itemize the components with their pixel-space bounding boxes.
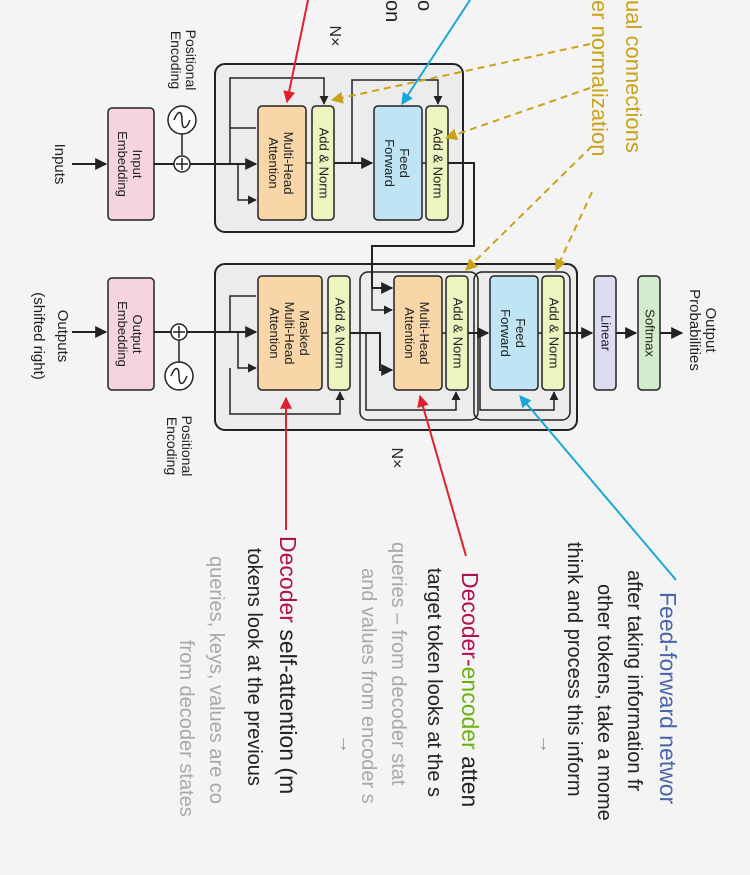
encoder-ff-label-2: Forward (382, 139, 397, 187)
dec-enc-annotation-title: Decoder-encoder atten (457, 572, 483, 807)
decoder-positional-encoding-label: Positional (179, 416, 195, 477)
encoder-add-norm-2-label: Add & Norm (431, 128, 446, 199)
ffn-annotation-line3: think and process this inform (563, 542, 585, 797)
dec-enc-annotation-line3: and values from encoder s (357, 568, 379, 804)
decoder-ff-label: Feed (513, 318, 528, 348)
ffn-annotation-line1: after taking information fr (623, 570, 645, 792)
positional-encoding-label-2: Encoding (168, 31, 184, 89)
dec-self-annotation-line1: tokens look at the previous (243, 548, 265, 786)
gold-pointer-enc-addnorm-1 (330, 43, 591, 104)
dec-self-title-rest: self-attention (m (275, 623, 301, 794)
encoder-mha-label-2: Attention (266, 137, 281, 188)
encoder-ff-label: Feed (397, 148, 412, 178)
decoder-add-norm-1-label: Add & Norm (333, 298, 348, 369)
red-pointer-encoder-mha (283, 0, 309, 104)
input-embedding-label-2: Embedding (115, 131, 130, 197)
dec-enc-title-dash: - (457, 659, 483, 667)
decoder-plus-cross (173, 326, 185, 338)
output-probabilities-label-2: Probabilities (686, 289, 703, 371)
output-embedding-label-2: Embedding (115, 301, 130, 367)
encoder-output-branch (371, 288, 393, 315)
decoder-ff-sublayer-outline (473, 271, 571, 421)
decoder-positional-encoding-label-2: Encoding (164, 417, 180, 475)
inputs-label: Inputs (51, 144, 68, 185)
decoder-add-norm-3-label: Add & Norm (547, 298, 562, 369)
dec-self-title-decoder: Decoder (275, 536, 301, 623)
decoder-addnorm1-to-mha (350, 332, 394, 376)
linear-label: Linear (599, 315, 614, 352)
output-embedding-label: Output (130, 314, 145, 353)
ffn-annotation-line2: other tokens, take a mome (593, 584, 615, 821)
outputs-label: Outputs (54, 310, 71, 363)
masked-mha-label: Masked (297, 310, 312, 356)
encoder-add-norm-1-label: Add & Norm (317, 128, 332, 199)
layer-normalization-label: er normalization (587, 0, 612, 157)
annotation-pointers (280, 0, 677, 581)
encoder-plus-cross (176, 158, 188, 170)
dec-enc-title-encoder: encoder (457, 667, 483, 750)
red-pointer-cross-mha (417, 394, 467, 557)
dec-enc-title-rest: atten (457, 750, 483, 808)
dec-self-annotation-line3: from decoder states (175, 640, 197, 817)
decoder-nx-label: N× (388, 448, 405, 469)
bottom-annotations: Feed-forward networ after taking informa… (175, 536, 681, 821)
outputs-shifted-label: (shifted right) (30, 292, 47, 380)
blue-pointer-decoder-ff (519, 395, 677, 581)
gold-pointer-enc-addnorm-2 (444, 87, 591, 141)
masked-mha-label-2: Multi-Head (282, 302, 297, 365)
decoder-mha-label-2: Attention (402, 307, 417, 358)
gold-pointer-dec-addnorm-2 (465, 145, 593, 271)
dec-enc-title-decoder: Decoder (457, 572, 483, 659)
input-embedding-label: Input (130, 150, 145, 179)
decoder-ff-label-2: Forward (498, 309, 513, 357)
cut-text-o: o (413, 0, 435, 11)
decoder-add-norm-2-label: Add & Norm (451, 298, 466, 369)
ffn-annotation-title: Feed-forward networ (655, 592, 681, 805)
ffn-annotation-arrow: → (535, 734, 557, 754)
blue-pointer-encoder-ff (401, 0, 471, 106)
top-annotations: ual connections er normalization o on (381, 0, 646, 157)
dec-enc-annotation-line1: target token looks at the s (423, 568, 445, 797)
encoder-output-connection (371, 162, 475, 294)
dec-self-annotation-line2: queries, keys, values are co (205, 556, 227, 804)
decoder-residual-3 (479, 333, 559, 411)
decoder-residual-2 (365, 333, 461, 411)
masked-mha-label-3: Attention (267, 307, 282, 358)
decoder-cross-sublayer-outline (359, 271, 479, 421)
output-embedding-box (107, 277, 155, 391)
positional-encoding-label: Positional (183, 30, 199, 91)
encoder-residual-2 (351, 79, 443, 163)
encoder-sine-wave (173, 111, 191, 129)
dec-enc-annotation-line2: queries – from decoder stat (387, 542, 409, 786)
encoder-residual-1 (229, 77, 329, 128)
softmax-label: Softmax (643, 309, 658, 357)
cut-text-on: on (381, 0, 403, 22)
residual-connections-label: ual connections (621, 0, 646, 153)
dec-enc-annotation-arrow: → (335, 734, 357, 754)
decoder-mha-label: Multi-Head (417, 302, 432, 365)
decoder-sine-wave (170, 367, 188, 385)
dec-self-annotation-title: Decoder self-attention (m (275, 536, 301, 794)
encoder-nx-label: N× (326, 26, 343, 47)
gold-pointer-dec-addnorm-3 (555, 191, 593, 272)
architecture-diagram: Input Embedding Inputs Positional Encodi… (30, 26, 719, 477)
encoder-mha-label: Multi-Head (281, 132, 296, 195)
decoder-qkv-branch (229, 295, 256, 368)
output-probabilities-label: Output (702, 307, 719, 353)
